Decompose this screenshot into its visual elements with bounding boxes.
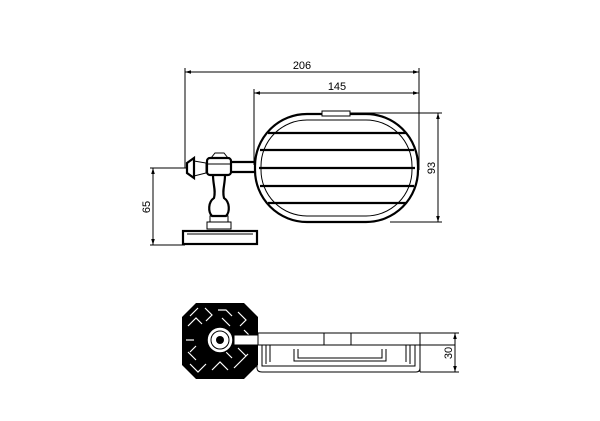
front-view: 206 145 93 65	[141, 60, 442, 246]
dimension-label: 65	[141, 201, 153, 213]
basket-side-profile	[256, 332, 456, 373]
dimension-label: 145	[328, 81, 346, 93]
decorative-base-plate	[182, 303, 259, 379]
dimension-206: 206	[184, 60, 420, 170]
dimension-label: 30	[443, 347, 455, 359]
soap-basket	[253, 110, 420, 224]
bottom-view: 30	[182, 303, 459, 379]
dimension-65: 65	[141, 167, 186, 246]
dimension-label: 206	[293, 60, 311, 72]
dimension-label: 93	[426, 162, 438, 174]
dimension-145: 145	[253, 81, 419, 165]
dimension-30: 30	[420, 332, 459, 373]
wall-bracket	[181, 152, 259, 246]
